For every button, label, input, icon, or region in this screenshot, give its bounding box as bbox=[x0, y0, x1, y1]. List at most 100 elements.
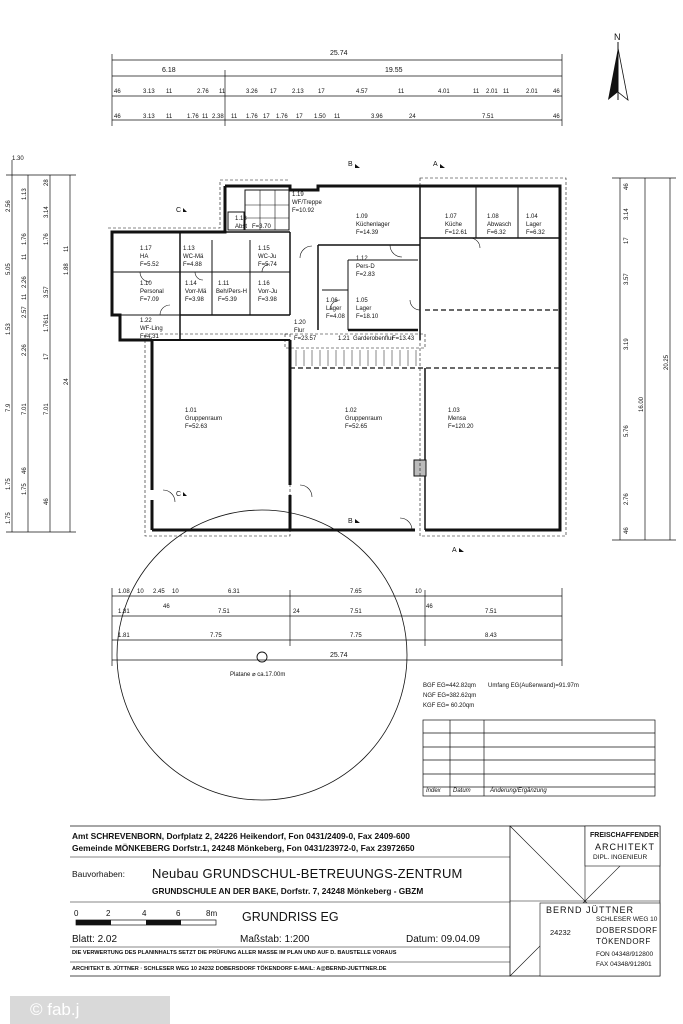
architect-city-1: DOBERSDORF bbox=[596, 926, 658, 935]
svg-text:2: 2 bbox=[106, 909, 111, 918]
project-title: Neubau GRUNDSCHUL-BETREUUNGS-ZENTRUM bbox=[152, 866, 463, 881]
svg-text:7.9: 7.9 bbox=[6, 403, 12, 412]
svg-text:Gruppenraum: Gruppenraum bbox=[345, 416, 382, 422]
section-c-top: C bbox=[176, 207, 181, 214]
svg-text:46: 46 bbox=[163, 604, 170, 610]
svg-text:11: 11 bbox=[473, 89, 480, 95]
svg-text:6.31: 6.31 bbox=[228, 589, 240, 595]
svg-text:4: 4 bbox=[142, 909, 147, 918]
svg-text:7.51: 7.51 bbox=[485, 609, 497, 615]
stat-ngf: NGF EG=382.62qm bbox=[423, 693, 477, 699]
project-label: Bauvorhaben: bbox=[72, 869, 125, 879]
svg-text:1.81: 1.81 bbox=[118, 633, 130, 639]
svg-text:3.26: 3.26 bbox=[246, 89, 258, 95]
svg-text:46: 46 bbox=[624, 527, 630, 534]
svg-text:F=7.09: F=7.09 bbox=[140, 297, 160, 303]
svg-text:7.51: 7.51 bbox=[482, 114, 494, 120]
svg-text:1.30: 1.30 bbox=[12, 156, 24, 162]
svg-text:2.56: 2.56 bbox=[6, 200, 12, 212]
svg-text:F=13.43: F=13.43 bbox=[392, 336, 415, 342]
svg-text:F=12.61: F=12.61 bbox=[445, 230, 468, 236]
svg-text:Flur: Flur bbox=[294, 328, 304, 334]
svg-text:20.25: 20.25 bbox=[664, 354, 670, 370]
svg-text:1.20: 1.20 bbox=[294, 320, 306, 326]
svg-text:Abwasch: Abwasch bbox=[487, 222, 511, 228]
svg-text:3.57: 3.57 bbox=[44, 286, 50, 298]
svg-text:1.04: 1.04 bbox=[526, 214, 538, 220]
svg-text:1.17: 1.17 bbox=[140, 246, 152, 252]
bottom-dimensions bbox=[111, 588, 563, 666]
svg-text:Vorr-Ju: Vorr-Ju bbox=[258, 289, 277, 295]
svg-text:11: 11 bbox=[503, 89, 510, 95]
svg-text:46: 46 bbox=[114, 89, 121, 95]
svg-text:2.57: 2.57 bbox=[22, 306, 28, 318]
svg-text:3.96: 3.96 bbox=[371, 114, 383, 120]
svg-text:2.76: 2.76 bbox=[624, 493, 630, 505]
svg-text:Mensa: Mensa bbox=[448, 416, 467, 422]
svg-text:F=4.88: F=4.88 bbox=[183, 262, 203, 268]
architect-fax: FAX 04348/912801 bbox=[596, 961, 652, 968]
svg-text:WF-Ling: WF-Ling bbox=[140, 326, 163, 332]
dim-top-row4: 46 3.13 11 1.76 11 2.38 11 1.76 17 1.76 … bbox=[114, 114, 560, 120]
svg-text:3.14: 3.14 bbox=[44, 206, 50, 218]
svg-text:28: 28 bbox=[44, 179, 50, 186]
svg-text:24: 24 bbox=[293, 609, 300, 615]
svg-text:10: 10 bbox=[415, 589, 422, 595]
svg-text:1.14: 1.14 bbox=[185, 281, 197, 287]
svg-text:11: 11 bbox=[231, 114, 238, 120]
svg-text:1.88: 1.88 bbox=[64, 263, 70, 275]
svg-text:7.65: 7.65 bbox=[350, 589, 362, 595]
svg-text:17: 17 bbox=[270, 89, 277, 95]
stat-bgf: BGF EG=442.82qm bbox=[423, 683, 476, 689]
dim-left-outer: 1.30 2.56 5.05 1.53 7.9 1.75 1.75 bbox=[6, 156, 24, 524]
svg-text:6: 6 bbox=[176, 909, 181, 918]
svg-text:7.01: 7.01 bbox=[44, 403, 50, 415]
svg-text:F=6.32: F=6.32 bbox=[526, 230, 546, 236]
revision-date: Datum bbox=[453, 788, 471, 794]
svg-text:11: 11 bbox=[398, 89, 405, 95]
svg-text:2.01: 2.01 bbox=[526, 89, 538, 95]
svg-text:1.01: 1.01 bbox=[185, 408, 197, 414]
svg-text:46: 46 bbox=[22, 467, 28, 474]
dim-top-left: 6.18 bbox=[162, 67, 176, 74]
svg-text:F=5.74: F=5.74 bbox=[258, 262, 278, 268]
svg-text:1.50: 1.50 bbox=[314, 114, 326, 120]
right-dimensions bbox=[612, 177, 676, 541]
svg-text:Garderobenflur: Garderobenflur bbox=[353, 336, 393, 342]
stair-hatch bbox=[295, 350, 417, 366]
architect-address: SCHLESER WEG 10 bbox=[596, 916, 658, 923]
svg-text:46: 46 bbox=[114, 114, 121, 120]
svg-text:F=4.08: F=4.08 bbox=[326, 314, 346, 320]
svg-text:8m: 8m bbox=[206, 909, 217, 918]
svg-text:1.76: 1.76 bbox=[276, 114, 288, 120]
north-label: N bbox=[614, 32, 621, 42]
svg-text:10: 10 bbox=[137, 589, 144, 595]
svg-text:7.75: 7.75 bbox=[350, 633, 362, 639]
notice: DIE VERWERTUNG DES PLANINHALTS SETZT DIE… bbox=[72, 950, 397, 956]
svg-text:1.81: 1.81 bbox=[118, 609, 130, 615]
svg-text:2.45: 2.45 bbox=[153, 589, 165, 595]
svg-text:1.10: 1.10 bbox=[140, 281, 152, 287]
svg-text:17: 17 bbox=[263, 114, 270, 120]
svg-text:24: 24 bbox=[409, 114, 416, 120]
svg-text:10: 10 bbox=[172, 589, 179, 595]
tree-label: Platane ⌀ ca.17.00m bbox=[230, 672, 285, 678]
svg-text:Abst: Abst bbox=[235, 224, 247, 230]
svg-text:Beh/Pers-H: Beh/Pers-H bbox=[216, 289, 247, 295]
section-c-bottom: C bbox=[176, 491, 181, 498]
svg-text:1.06: 1.06 bbox=[326, 298, 338, 304]
svg-text:1.75: 1.75 bbox=[22, 483, 28, 495]
svg-text:1.75: 1.75 bbox=[6, 512, 12, 524]
